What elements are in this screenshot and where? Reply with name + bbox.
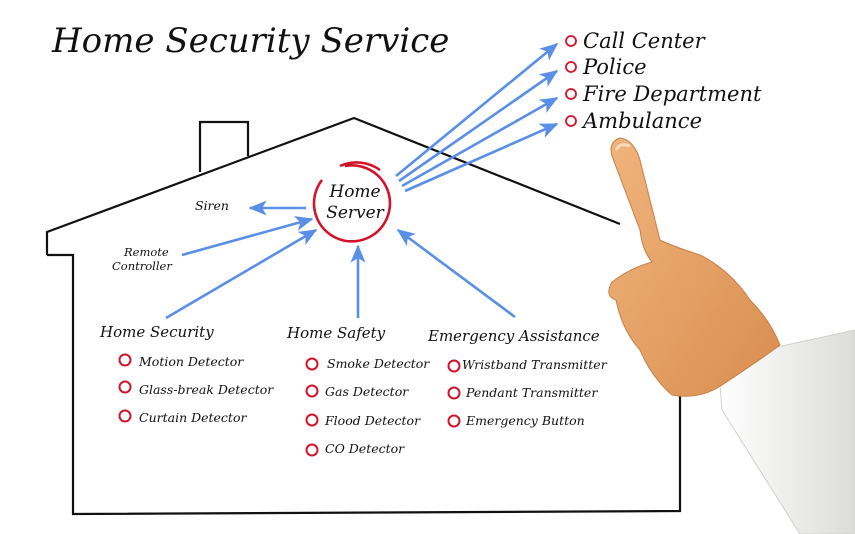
arrow-emergency-to-server: [396, 228, 516, 319]
destination-fire-department: Fire Department: [582, 82, 762, 106]
item-smoke-detector: Smoke Detector: [327, 356, 430, 371]
home-server-node: Home Server: [312, 161, 392, 243]
bullet-icon: [447, 414, 461, 428]
group-home-safety: Home Safety Smoke Detector Gas Detector …: [286, 324, 430, 457]
hand-index-finger: [608, 137, 781, 397]
arrow-server-to-fire-department: [401, 96, 559, 188]
group-home-security: Home Security Motion Detector Glass-brea…: [99, 323, 274, 425]
house-walls: [47, 253, 682, 516]
item-flood-detector: Flood Detector: [324, 413, 421, 428]
item-gas-detector: Gas Detector: [325, 384, 409, 399]
home-server-label-line2: Server: [326, 203, 384, 223]
bullet-icon: [565, 35, 577, 47]
group-title-home-security: Home Security: [99, 323, 214, 341]
destination-call-center: Call Center: [583, 29, 707, 53]
destination-ambulance: Ambulance: [581, 109, 702, 133]
destination-police: Police: [582, 55, 647, 79]
item-emergency-button: Emergency Button: [465, 413, 585, 428]
fingernail: [614, 143, 631, 151]
home-server-label-line1: Home: [328, 182, 380, 202]
group-title-home-safety: Home Safety: [286, 324, 386, 342]
item-co-detector: CO Detector: [325, 441, 405, 456]
house-chimney: [198, 120, 250, 172]
group-title-emergency-assistance: Emergency Assistance: [427, 327, 600, 345]
group-emergency-assistance: Emergency Assistance Wristband Transmitt…: [427, 327, 608, 428]
item-wristband-transmitter: Wristband Transmitter: [462, 357, 608, 372]
house-outline: [45, 116, 682, 516]
item-pendant-transmitter: Pendant Transmitter: [465, 385, 598, 400]
bullet-icon: [565, 61, 577, 73]
remote-controller-label-line2: Controller: [112, 259, 173, 273]
home-server-circle: [312, 161, 392, 243]
arrow-remote-to-server: [181, 216, 314, 257]
arrow-server-to-call-center: [395, 42, 559, 178]
diagram-title: Home Security Service: [51, 21, 449, 61]
arrow-server-to-ambulance: [404, 122, 559, 193]
bullet-icon: [565, 115, 577, 127]
bullet-icon: [118, 409, 132, 423]
arrow-home-security-to-server: [165, 228, 318, 320]
arrows: [165, 42, 559, 320]
pointing-hand-illustration: [608, 137, 855, 534]
arrow-server-to-police: [398, 69, 559, 183]
bullet-icon: [305, 413, 319, 427]
remote-controller-label-line1: Remote: [123, 245, 169, 259]
siren-label: Siren: [195, 198, 229, 213]
bullet-icon: [447, 359, 461, 373]
bullet-icon: [118, 380, 132, 394]
bullet-icon: [565, 88, 577, 100]
bullet-icon: [305, 357, 319, 371]
item-glass-break-detector: Glass-break Detector: [139, 382, 274, 397]
bullet-icon: [118, 353, 132, 367]
item-motion-detector: Motion Detector: [138, 354, 244, 369]
destination-list: Call Center Police Fire Department Ambul…: [565, 29, 762, 133]
house-roof: [45, 116, 621, 255]
bullet-icon: [447, 386, 461, 400]
item-curtain-detector: Curtain Detector: [139, 410, 247, 425]
bullet-icon: [305, 443, 319, 457]
bullet-icon: [305, 384, 319, 398]
